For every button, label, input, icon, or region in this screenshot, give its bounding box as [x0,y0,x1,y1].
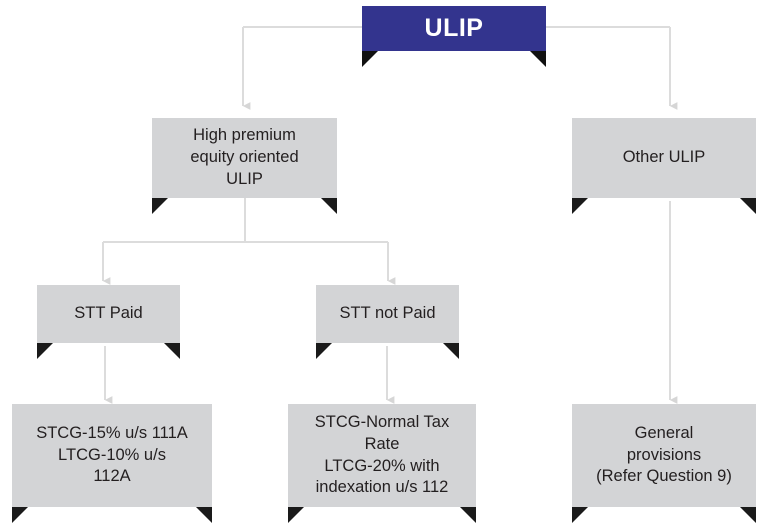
fold-tab-left-icon [316,343,332,359]
stcg-ltcg-stt-paid-result-node[interactable]: STCG-15% u/s 111A LTCG-10% u/s 112A [12,404,212,523]
general-provisions-result-node[interactable]: General provisions (Refer Question 9) [572,404,756,523]
stcg-ltcg-stt-not-paid-result-label: STCG-Normal Tax Rate LTCG-20% with index… [314,412,450,497]
ulip-root-label: ULIP [424,14,484,42]
fold-tab-right-icon [321,198,337,214]
stt-paid-node[interactable]: STT Paid [37,285,180,359]
stcg-ltcg-stt-not-paid-result-node[interactable]: STCG-Normal Tax Rate LTCG-20% with index… [288,404,476,523]
stcg-ltcg-stt-paid-result-label: STCG-15% u/s 111A LTCG-10% u/s 112A [36,423,188,486]
fold-tab-left-icon [572,198,588,214]
other-ulip-node[interactable]: Other ULIP [572,118,756,214]
fold-tab-right-icon [740,507,756,523]
fold-tab-left-icon [362,51,378,67]
fold-tab-left-icon [37,343,53,359]
fold-tab-right-icon [740,198,756,214]
fold-tab-right-icon [196,507,212,523]
stt-not-paid-node[interactable]: STT not Paid [316,285,459,359]
fold-tab-right-icon [164,343,180,359]
fold-tab-left-icon [572,507,588,523]
general-provisions-result-label: General provisions (Refer Question 9) [596,423,732,486]
stt-paid-label: STT Paid [74,304,143,323]
fold-tab-right-icon [443,343,459,359]
fold-tab-left-icon [288,507,304,523]
fold-tab-right-icon [460,507,476,523]
ulip-root-node[interactable]: ULIP [362,6,546,67]
high-premium-equity-oriented-ulip-label: High premium equity oriented ULIP [190,126,299,188]
fold-tab-right-icon [530,51,546,67]
fold-tab-left-icon [152,198,168,214]
stt-not-paid-label: STT not Paid [339,304,436,323]
other-ulip-label: Other ULIP [622,148,706,167]
fold-tab-left-icon [12,507,28,523]
high-premium-equity-oriented-ulip-node[interactable]: High premium equity oriented ULIP [152,118,337,214]
